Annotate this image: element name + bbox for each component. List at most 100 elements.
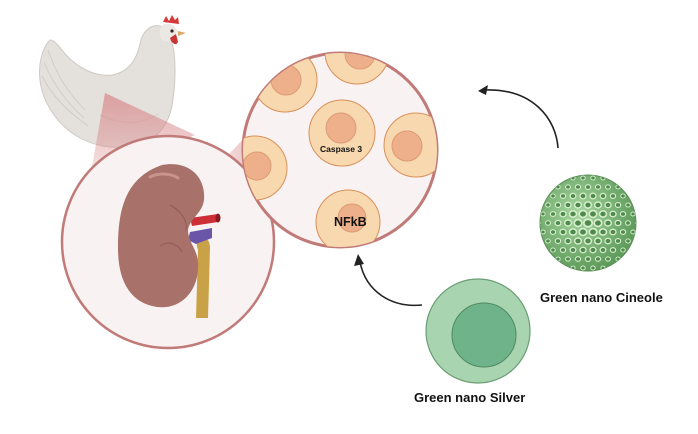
cineole-ring (559, 247, 567, 253)
ureter (196, 236, 210, 318)
cineole-ring (574, 184, 582, 190)
nanoparticle-silver-icon (425, 278, 531, 384)
cell-icon (383, 112, 437, 178)
cineole-ring (568, 210, 578, 218)
cineole-ring (559, 210, 567, 218)
cineole-ring (569, 192, 577, 200)
cineole-ring (545, 238, 551, 244)
cineole-ring (619, 229, 627, 235)
cineole-ring (563, 219, 573, 227)
cineole-ring (568, 228, 578, 236)
cineole-ring (594, 256, 602, 262)
cineole-ring (605, 184, 611, 190)
cineole-ring (614, 238, 622, 244)
cineole-ring (579, 192, 587, 200)
kidney-icon (118, 164, 221, 318)
cineole-ring (620, 247, 626, 253)
cineole-ring (559, 228, 567, 236)
cineole-ring (630, 211, 636, 217)
cineole-ring (609, 247, 617, 253)
cell-icon-caspase (308, 99, 376, 167)
cineole-ring (564, 237, 572, 245)
cineole-ring (604, 201, 612, 209)
cineole-ring (590, 265, 596, 271)
cell-icon (243, 135, 288, 201)
cineole-ring (550, 247, 556, 253)
nanoparticle-cineole-icon (539, 174, 637, 272)
cineole-ring (614, 219, 622, 227)
cineole-ring (554, 219, 562, 227)
silver-label: Green nano Silver (414, 390, 526, 405)
cineole-ring (565, 256, 571, 262)
cineole-ring (583, 237, 593, 245)
cineole-ring (588, 227, 598, 237)
cineole-ring (603, 219, 613, 227)
cineole-ring (584, 184, 592, 190)
cineole-ring (598, 210, 608, 218)
cineole-ring (550, 193, 556, 199)
comb (163, 15, 179, 24)
cineole-ring (594, 184, 602, 190)
cineole-ring (540, 229, 546, 235)
cineole-ring (579, 246, 587, 254)
cineole-ring (573, 218, 583, 228)
cineole-ring (625, 238, 631, 244)
cineole-ring (605, 256, 611, 262)
vein (188, 228, 212, 244)
cineole-ring (565, 184, 571, 190)
cineole-ring (593, 201, 603, 209)
cineole-ring (545, 202, 551, 208)
cell-group (243, 53, 437, 247)
cineole-ring (615, 256, 621, 262)
cineole-ring (582, 218, 594, 228)
cineole-ring (573, 237, 583, 245)
cineole-ring (549, 229, 557, 235)
artery (190, 214, 218, 226)
cineole-ring (574, 256, 582, 262)
cineole-ring (590, 175, 596, 181)
cineole-ring (598, 228, 608, 236)
cineole-ring (554, 238, 562, 244)
cineole-ring (635, 220, 636, 226)
cineole-ring (580, 175, 586, 181)
cineole-ring (588, 209, 598, 219)
cineole-ring (578, 227, 588, 237)
nfkb-label: NFkB (334, 215, 367, 229)
cineole-ring (593, 218, 603, 228)
caspase-label: Caspase 3 (320, 144, 363, 154)
cell-icon-nfkb (315, 189, 381, 247)
cineole-ring (555, 184, 561, 190)
cineole-ring (625, 202, 631, 208)
cineole-ring (573, 201, 583, 209)
cineole-ring (630, 229, 636, 235)
cineole-ring (615, 184, 621, 190)
cineole-ring (555, 256, 561, 262)
cineole-ring (540, 211, 546, 217)
curved-arrow-icon (354, 254, 423, 307)
cineole-ring (620, 193, 626, 199)
cineole-ring (564, 201, 572, 209)
cineole-ring (599, 192, 607, 200)
cineole-ring (589, 192, 597, 200)
cineole-ring (545, 220, 551, 226)
cineole-ring (578, 209, 588, 219)
curved-arrow-icon (478, 85, 559, 149)
cineole-ring (609, 193, 617, 199)
cineole-ring (593, 237, 603, 245)
cineole-ring (609, 210, 617, 218)
cineole-ring (604, 237, 612, 245)
cineole-ring (549, 211, 557, 217)
cineole-ring (580, 265, 586, 271)
cineole-ring (599, 246, 607, 254)
cineole-ring (625, 220, 631, 226)
cineole-ring (569, 246, 577, 254)
cineole-ring (554, 202, 562, 208)
cineole-ring (583, 201, 593, 209)
cineole-ring (540, 220, 541, 226)
cineole-ring (614, 202, 622, 208)
cineole-ring (584, 256, 592, 262)
cineole-ring (609, 228, 617, 236)
cineole-label: Green nano Cineole (540, 290, 663, 305)
